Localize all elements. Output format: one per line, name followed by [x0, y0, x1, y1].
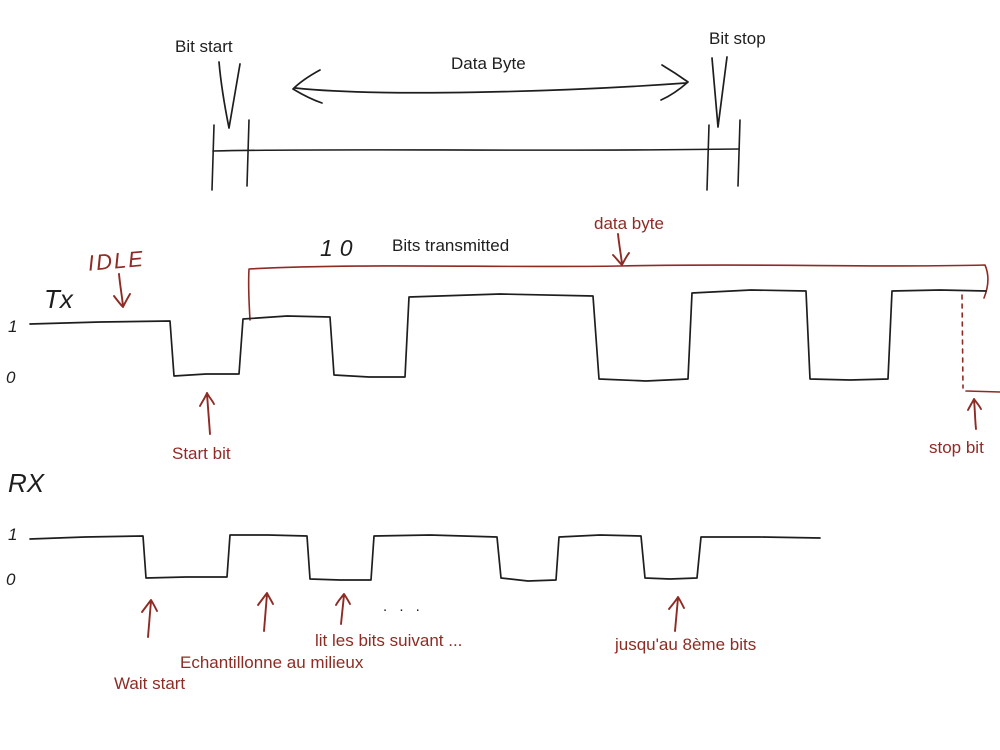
start-bit-label: Start bit — [172, 444, 231, 463]
tx-level-low-label: 0 — [6, 368, 16, 387]
rx-level-high-label: 1 — [8, 525, 17, 544]
bit-start-arrow-icon — [218, 61, 241, 129]
sample-middle-label: Echantillonne au milieux — [180, 653, 364, 672]
ellipsis-label: . . . — [383, 598, 424, 615]
stop-bit-dashed-edge — [961, 294, 964, 389]
idle-label: IDLE — [87, 246, 146, 276]
start-bit-up-arrow-icon — [199, 392, 215, 435]
rx-level-low-label: 0 — [6, 570, 16, 589]
data-byte-overline — [247, 264, 989, 321]
top-ruler-section: Bit start Data Byte Bit stop — [175, 29, 766, 191]
tx-waveform — [29, 289, 987, 382]
until-8th-bit-label: jusqu'au 8ème bits — [614, 635, 756, 654]
read-next-bits-label: lit les bits suivant ... — [315, 631, 462, 650]
bits-count-label: 10 — [320, 235, 360, 261]
rx-section: RX 1 0 Wait start Echantillonne au milie… — [6, 468, 821, 693]
tx-level-high-label: 1 — [8, 317, 17, 336]
bits-transmitted-label: Bits transmitted — [392, 236, 509, 255]
data-byte-annotation-label: data byte — [594, 214, 664, 233]
ruler-tick-marks — [211, 119, 741, 191]
data-byte-span-double-arrow-icon — [292, 64, 689, 104]
bit-stop-arrow-icon — [711, 56, 728, 128]
ruler-baseline — [212, 148, 740, 152]
rx-signal-label: RX — [8, 468, 46, 498]
bit-start-label: Bit start — [175, 37, 233, 56]
sample-middle-up-arrow-icon — [257, 592, 274, 632]
read-next-bits-up-arrow-icon — [335, 593, 351, 625]
stop-bit-up-arrow-icon — [967, 398, 982, 430]
wait-start-label: Wait start — [114, 674, 185, 693]
idle-down-arrow-icon — [113, 273, 131, 308]
data-byte-span-label: Data Byte — [451, 54, 526, 73]
stop-bit-low-level-line — [965, 390, 1000, 393]
bit-stop-label: Bit stop — [709, 29, 766, 48]
tx-section: IDLE Tx 10 Bits transmitted data byte 1 … — [6, 214, 1000, 463]
until-8th-bit-up-arrow-icon — [668, 596, 685, 632]
data-byte-down-arrow-icon — [612, 233, 630, 266]
wait-start-up-arrow-icon — [141, 599, 158, 638]
stop-bit-label: stop bit — [929, 438, 984, 457]
tx-signal-label: Tx — [44, 284, 74, 314]
rx-waveform — [29, 534, 821, 582]
